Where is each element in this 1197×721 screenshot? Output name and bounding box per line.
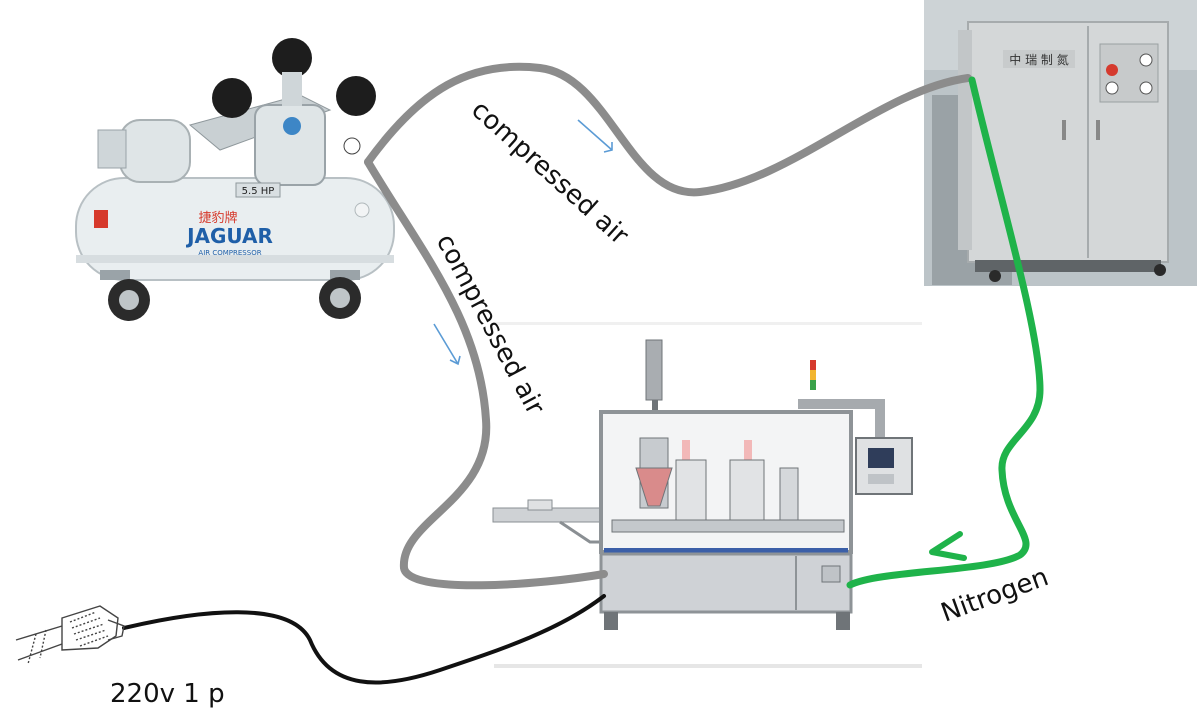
filling-machine <box>492 322 922 668</box>
air-hose-to-generator <box>364 62 972 197</box>
generator-plate: 中 瑞 制 氮 <box>1009 52 1068 67</box>
flow-arrow-icon <box>929 531 967 561</box>
nitrogen-hose <box>846 76 1044 589</box>
air-compressor: 捷豹牌 JAGUAR AIR COMPRESSOR 5.5 HP <box>75 38 395 321</box>
compressor-brand-cn: 捷豹牌 <box>198 210 237 226</box>
compressor-brand: JAGUAR <box>185 224 273 248</box>
air-hose-to-machine <box>364 158 608 590</box>
nitrogen-generator: 中 瑞 制 氮 <box>924 0 1197 286</box>
air-flow-arrow-top <box>577 119 613 153</box>
compressor-hp-plate: 5.5 HP <box>242 186 275 197</box>
power-cable <box>122 594 606 685</box>
label-power: 220v 1 p <box>110 679 225 709</box>
compressor-subtitle: AIR COMPRESSOR <box>198 249 261 257</box>
air-flow-arrow-mid <box>433 323 461 366</box>
plug-icon <box>15 605 125 665</box>
